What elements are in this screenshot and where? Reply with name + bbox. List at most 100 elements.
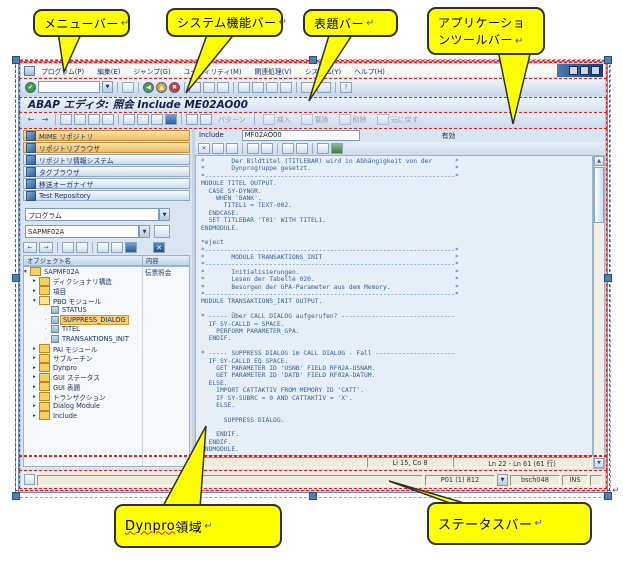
tree-item[interactable]: ▾ SAPMF02A 伝票照会 [24,267,172,277]
expander-icon[interactable]: ▸ [33,345,36,352]
close-window-icon[interactable] [591,66,600,75]
menu-item[interactable]: 編集(E) [97,67,121,76]
object-list-icon[interactable] [137,114,149,125]
editor-find-next-icon[interactable] [296,143,308,154]
code-editor[interactable]: * Der Bildtitel (TITLEBAR) wird in Abhän… [195,155,593,456]
tree-item[interactable]: ▸ GUI 表題 [33,382,81,392]
navigation-window-icon[interactable] [151,114,163,125]
scrollbar-thumb[interactable] [594,167,604,223]
back-icon[interactable]: ◀ [143,81,154,93]
tree-item[interactable]: ▸ トランザクション [33,392,106,402]
expander-icon[interactable]: ▸ [33,383,36,390]
cancel-icon[interactable]: ✖ [169,81,180,93]
tree-item[interactable]: ▸ Dialog Module [33,401,101,411]
create-shortcut-icon[interactable] [317,81,331,93]
vertical-scrollbar[interactable]: ▲ ▼ [593,155,605,469]
menu-item[interactable]: ジャンプ(G) [133,67,171,76]
tree-item[interactable]: · STATUS [45,306,87,315]
object-name-dropdown-icon[interactable]: ▼ [139,225,150,238]
filter-icon[interactable] [76,242,88,253]
last-page-icon[interactable] [280,81,292,93]
menu-item[interactable]: ヘルプ(H) [354,67,385,76]
save-icon[interactable] [122,81,134,93]
check-syntax-icon[interactable] [88,114,100,125]
expander-icon[interactable]: ▸ [33,393,36,400]
favorites-icon[interactable] [97,242,109,253]
expander-icon[interactable]: ▸ [33,403,36,410]
pretty-printer-icon[interactable] [317,143,329,154]
history-forward-icon[interactable]: → [39,242,53,253]
menu-item[interactable]: ユーティリティ(M) [183,67,242,76]
where-used-icon[interactable] [123,114,135,125]
browser-button[interactable]: リポジトリ情報システム [23,154,190,165]
display-object-icon[interactable] [154,225,170,238]
browser-button[interactable]: 移送オーガナイザ [23,178,190,189]
tree-item[interactable]: ▸ Dynpro [33,363,77,373]
minimize-icon[interactable] [569,66,578,75]
copy-icon[interactable] [212,143,224,154]
redo-edit-icon[interactable] [261,143,273,154]
browser-button[interactable]: Test Repository [23,190,190,201]
command-field[interactable] [38,81,100,93]
selection-handle[interactable] [12,56,20,64]
resize-grip[interactable] [590,474,602,486]
system-menu-icon[interactable] [24,65,35,76]
expander-icon[interactable]: · [45,335,47,342]
maximize-icon[interactable] [580,66,589,75]
delete-line-button[interactable]: 削除 [338,114,367,125]
browser-button[interactable]: MIME リポジトリ [23,130,190,141]
new-session-icon[interactable] [301,81,315,93]
tree-item[interactable]: ▸ ディクショナリ構造 [33,276,112,287]
expander-icon[interactable]: ▸ [33,287,36,294]
selection-handle[interactable] [12,274,20,282]
next-object-icon[interactable]: → [41,115,49,124]
tree-item[interactable]: · SUPPRESS_DIALOG [24,314,189,325]
history-back-icon[interactable]: ← [23,242,37,253]
expander-icon[interactable]: · [45,307,47,314]
display-change-icon[interactable] [60,114,72,125]
include-field[interactable]: MF02AO00 [241,129,360,141]
selection-handle[interactable] [309,492,317,500]
cut-icon[interactable]: ✕ [198,143,210,154]
paste-icon[interactable] [226,143,238,154]
status-dropdown-icon[interactable]: ▼ [497,473,508,486]
next-page-icon[interactable] [266,81,278,93]
selection-handle[interactable] [309,56,317,64]
tree-item[interactable]: ▸ サブルーチン [33,353,93,364]
undo-button[interactable]: 元に戻す [376,114,419,125]
menu-item[interactable]: 関連処理(V) [254,67,292,76]
expander-icon[interactable]: ▸ [33,278,36,285]
panel-splitter[interactable] [192,128,195,469]
selection-handle[interactable] [604,274,612,282]
object-type-dropdown-icon[interactable]: ▼ [159,208,170,221]
info-icon[interactable] [165,114,177,125]
expander-icon[interactable]: · [45,316,47,323]
selection-handle[interactable] [604,492,612,500]
previous-object-icon[interactable]: ← [27,115,35,124]
expander-icon[interactable]: ▾ [24,268,27,275]
object-name-input[interactable]: SAPMF02A [25,225,139,238]
refresh-icon[interactable] [62,242,74,253]
help-icon[interactable]: ? [340,81,352,93]
camera-icon[interactable] [125,242,137,253]
close-panel-icon[interactable]: ✕ [153,242,165,253]
exit-icon[interactable]: ▲ [156,81,167,93]
expander-icon[interactable]: ▸ [33,374,36,381]
selection-handle[interactable] [12,492,20,500]
first-page-icon[interactable] [238,81,250,93]
find-icon[interactable] [203,81,215,93]
editor-pattern-icon[interactable] [331,143,343,154]
tree-item[interactable]: · TITEL [45,325,80,334]
menu-item[interactable]: システム(Y) [304,67,342,76]
tree-settings-icon[interactable] [111,242,123,253]
browser-button[interactable]: リポジトリブラウザ [23,142,190,153]
undo-edit-icon[interactable] [247,143,259,154]
object-type-select[interactable]: プログラム [25,208,159,221]
tree-item[interactable]: · TRANSAKTIONS_INIT [45,334,129,343]
tree-item[interactable]: ▸ PAI モジュール [33,344,98,354]
menu-item[interactable]: プログラム(P) [41,67,85,76]
tree-item[interactable]: ▸ 項目 [33,286,67,296]
activate-icon[interactable] [74,114,86,125]
expander-icon[interactable]: ▸ [33,355,36,362]
browser-button[interactable]: タグブラウザ [23,166,190,177]
